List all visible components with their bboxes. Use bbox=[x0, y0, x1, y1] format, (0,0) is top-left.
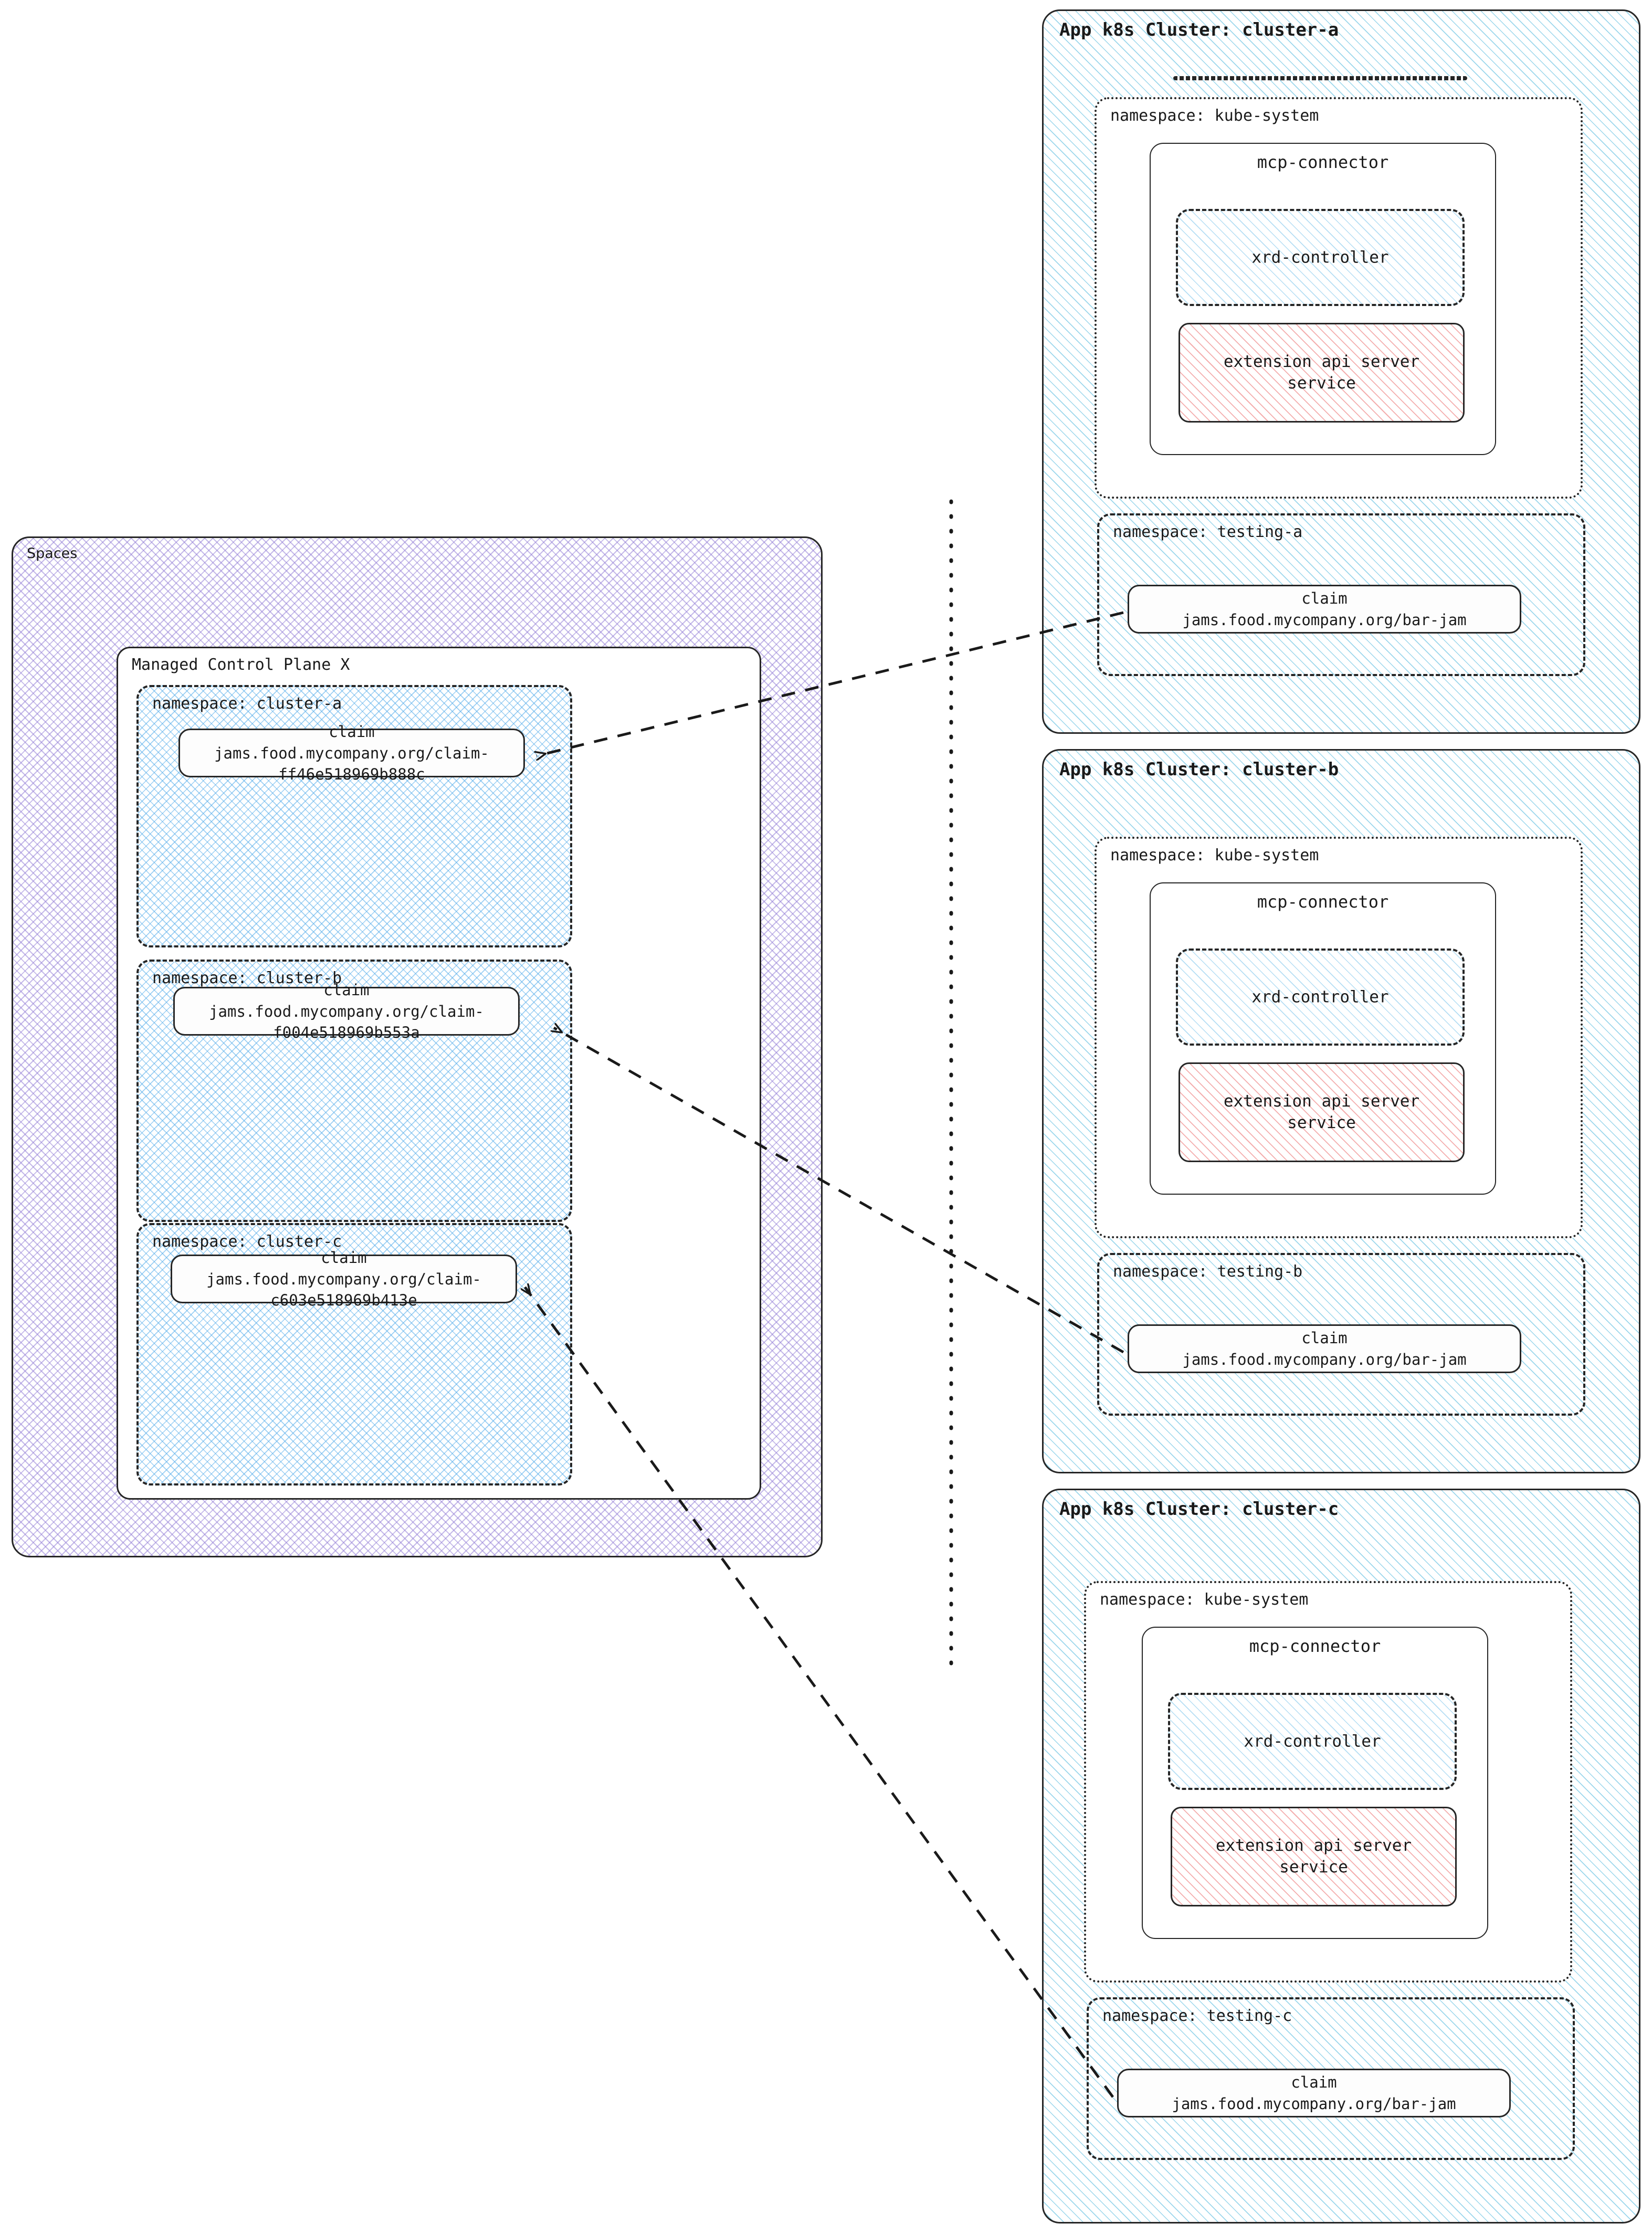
cluster-c-testing-label: namespace: testing-c bbox=[1102, 2007, 1292, 2025]
mcp-namespace-cluster-a-label: namespace: cluster-a bbox=[152, 694, 342, 713]
cluster-a-kube-system-label: namespace: kube-system bbox=[1110, 107, 1319, 125]
cluster-a-mcp-connector-title: mcp-connector bbox=[1257, 152, 1389, 172]
cluster-c-mcp-connector-title: mcp-connector bbox=[1249, 1636, 1381, 1656]
cluster-a-xrd-controller-label: xrd-controller bbox=[1251, 248, 1389, 267]
cluster-b-extension-api-server-label: extension api server service bbox=[1223, 1092, 1420, 1132]
cluster-a-testing-namespace: namespace: testing-a bbox=[1097, 513, 1585, 676]
cluster-c-kube-system-label: namespace: kube-system bbox=[1100, 1590, 1309, 1609]
mcp-namespace-cluster-b-label: namespace: cluster-b bbox=[152, 969, 342, 987]
app-cluster-b-title: App k8s Cluster: cluster-b bbox=[1059, 759, 1339, 780]
cluster-a-testing-label: namespace: testing-a bbox=[1113, 523, 1303, 541]
cluster-c-testing-namespace: namespace: testing-c bbox=[1087, 1997, 1575, 2160]
cluster-a-xrd-controller: xrd-controller bbox=[1176, 209, 1465, 306]
spaces-label: Spaces bbox=[27, 545, 78, 562]
cluster-b-mcp-connector-title: mcp-connector bbox=[1257, 892, 1389, 912]
cluster-a-extension-api-server-service: extension api server service bbox=[1179, 323, 1465, 423]
cluster-a-extension-api-server-label: extension api server service bbox=[1223, 352, 1420, 393]
spacer-a bbox=[1173, 76, 1467, 80]
cluster-c-xrd-controller: xrd-controller bbox=[1168, 1693, 1457, 1790]
app-cluster-c-title: App k8s Cluster: cluster-c bbox=[1059, 1499, 1339, 1520]
managed-control-plane-label: Managed Control Plane X bbox=[132, 656, 350, 674]
cluster-b-kube-system-label: namespace: kube-system bbox=[1110, 846, 1319, 865]
cluster-c-extension-api-server-service: extension api server service bbox=[1171, 1807, 1457, 1906]
app-cluster-a-title: App k8s Cluster: cluster-a bbox=[1059, 19, 1339, 40]
cluster-b-xrd-controller-label: xrd-controller bbox=[1251, 987, 1389, 1007]
cluster-b-xrd-controller: xrd-controller bbox=[1176, 949, 1465, 1046]
cluster-b-testing-label: namespace: testing-b bbox=[1113, 1262, 1303, 1281]
cluster-b-extension-api-server-service: extension api server service bbox=[1179, 1062, 1465, 1162]
mcp-namespace-cluster-c-label: namespace: cluster-c bbox=[152, 1232, 342, 1251]
cluster-c-extension-api-server-label: extension api server service bbox=[1215, 1836, 1412, 1877]
cluster-c-xrd-controller-label: xrd-controller bbox=[1244, 1732, 1381, 1751]
